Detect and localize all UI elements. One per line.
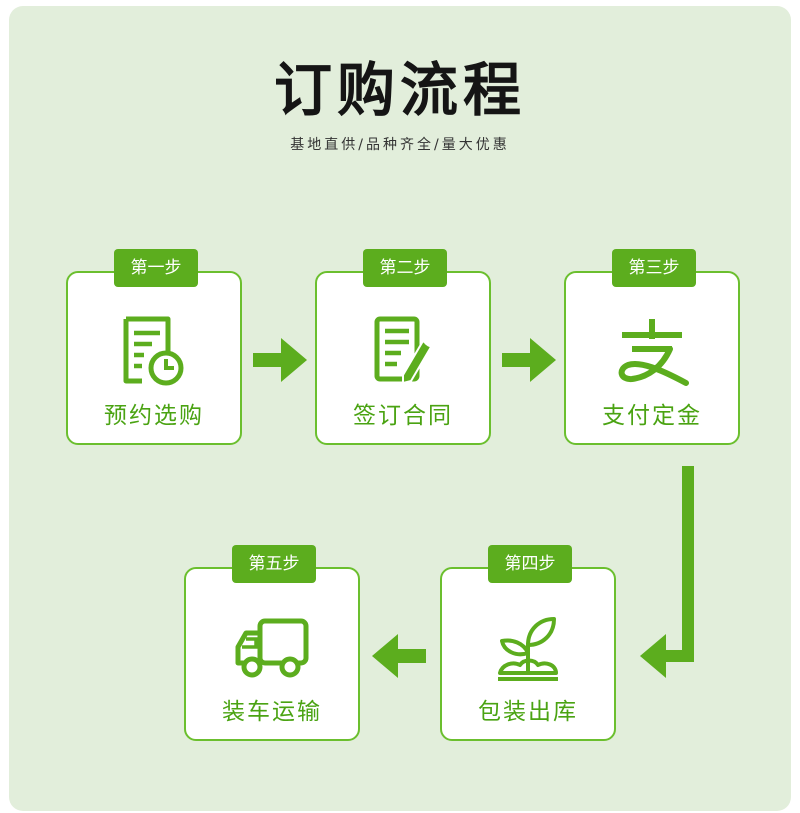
step-badge-5: 第五步 — [232, 545, 316, 583]
step-badge-2: 第二步 — [363, 249, 447, 287]
step-label-2: 签订合同 — [353, 403, 453, 429]
truck-icon — [232, 609, 312, 689]
step-card-4: 第四步 包装出库 — [440, 545, 616, 741]
arrow-right-icon — [253, 338, 307, 382]
page-title: 订购流程 — [273, 56, 526, 124]
page-subtitle: 基地直供/品种齐全/量大优惠 — [290, 137, 510, 153]
schedule-document-icon — [114, 313, 194, 393]
step-label-3: 支付定金 — [602, 403, 702, 429]
step-badge-4: 第四步 — [488, 545, 572, 583]
contract-sign-icon — [363, 313, 443, 393]
step-card-3: 第三步 支付定金 — [564, 249, 740, 445]
step-badge-3: 第三步 — [612, 249, 696, 287]
alipay-icon — [612, 313, 692, 393]
arrow-left-icon — [372, 634, 426, 678]
step-badge-1: 第一步 — [114, 249, 198, 287]
step-label-5: 装车运输 — [222, 699, 322, 725]
arrow-right-icon — [502, 338, 556, 382]
step-card-5: 第五步 装车运输 — [184, 545, 360, 741]
step-card-1: 第一步 预约选购 — [66, 249, 242, 445]
sprout-icon — [488, 609, 568, 689]
arrow-elbow-icon — [640, 466, 696, 678]
step-label-1: 预约选购 — [104, 403, 204, 429]
step-label-4: 包装出库 — [478, 699, 578, 725]
step-card-2: 第二步 签订合同 — [315, 249, 491, 445]
